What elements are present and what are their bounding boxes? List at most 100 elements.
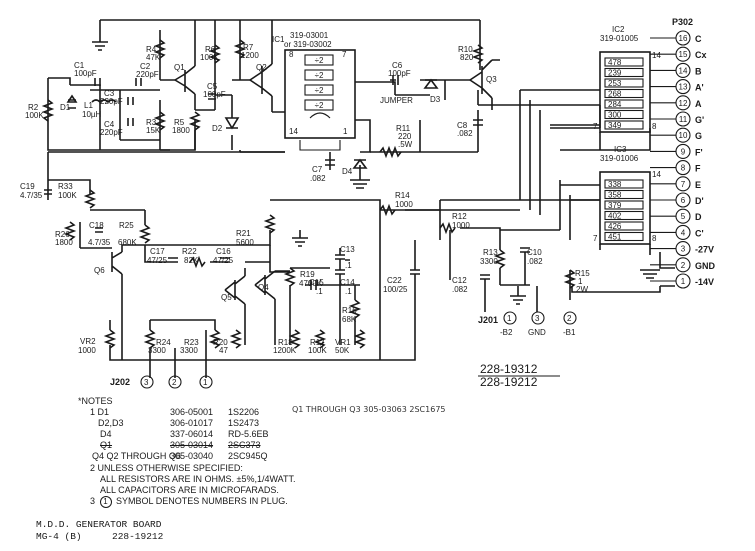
ic3-row-box-1 — [604, 179, 644, 189]
r13-ref: R13 — [483, 248, 498, 257]
p302-pin-12-number: 12 — [679, 99, 688, 108]
p302-pin-14-number: 14 — [679, 66, 688, 75]
r10-ref: R10 — [458, 45, 473, 54]
r14-ref: R14 — [395, 191, 410, 200]
c5-value: 100pF — [203, 90, 226, 99]
jumper-label: JUMPER — [380, 96, 413, 105]
c5-ref: C5 — [207, 82, 218, 91]
r14-value: 1000 — [395, 200, 413, 209]
p302-pin-15-number: 15 — [679, 50, 688, 59]
ic3-row-label-6: 451 — [608, 233, 622, 242]
q3-ref: Q3 — [486, 75, 497, 84]
p302-pin-6-number: 6 — [681, 196, 686, 205]
p302-pin-2-number: 2 — [681, 261, 686, 270]
r6-value: 100K — [200, 53, 219, 62]
r33-ref: R33 — [58, 182, 73, 191]
ic3-pin7: 7 — [593, 234, 598, 243]
p302-pin-3-label: -27V — [695, 245, 714, 255]
ic2-row-label-1: 478 — [608, 58, 622, 67]
drawing-number-2: 228-19212 — [480, 375, 538, 389]
ic2-row-box-6 — [604, 109, 644, 120]
r17-value: 100K — [308, 346, 327, 355]
d1-ref: D1 — [60, 103, 71, 112]
r11-value: 220 — [398, 132, 412, 141]
ic3-row-box-2 — [604, 189, 644, 200]
c12-ref: C12 — [452, 276, 467, 285]
r22-value: 82K — [184, 256, 199, 265]
c22-value: 100/25 — [383, 285, 408, 294]
r5-ref: R5 — [174, 118, 185, 127]
ic3-row-label-4: 402 — [608, 212, 622, 221]
board-number: 228-19212 — [112, 531, 164, 542]
j201-pin2-num: 2 — [567, 314, 572, 323]
r15-rating: 2W — [576, 285, 588, 294]
r20-value: 47 — [219, 346, 228, 355]
audio-wiring — [44, 152, 440, 378]
c10-value: .082 — [527, 257, 543, 266]
ic3-row-label-5: 426 — [608, 222, 622, 231]
ic1-div-3: ÷2 — [315, 86, 324, 95]
c4-value: 220pF — [100, 128, 123, 137]
p302-pin-13-label: A' — [695, 83, 704, 93]
p302-pin-12-label: A — [695, 99, 702, 109]
r22-ref: R22 — [182, 247, 197, 256]
p302-pin-4-number: 4 — [681, 228, 686, 237]
ic3-row-box-5 — [604, 221, 644, 231]
ic2-part: 319-01005 — [600, 34, 639, 43]
p302-pin-1-label: -14V — [695, 277, 714, 287]
r25-ref: R25 — [119, 221, 134, 230]
note-row-3-item: D4 — [100, 429, 112, 439]
q4-ref: Q4 — [258, 283, 269, 292]
note-3-circle-symbol: 1 — [99, 496, 112, 508]
top-components — [41, 39, 485, 169]
c2-value: 220pF — [136, 70, 159, 79]
r6-ref: R6 — [205, 45, 216, 54]
note-3-number: 3 — [90, 496, 96, 506]
r2-value: 100K — [25, 111, 44, 120]
ic1-div-1: ÷2 — [315, 56, 324, 65]
p302-pin-10-number: 10 — [679, 131, 688, 140]
note-row-4-item: Q1 — [100, 440, 113, 450]
ic2-row-label-7: 349 — [608, 121, 622, 130]
ic1-part1: 319-03001 — [290, 31, 329, 40]
ic3-pin14: 14 — [652, 170, 661, 179]
p302-pin-16-number: 16 — [679, 34, 688, 43]
r11-ref: R11 — [396, 124, 411, 133]
c19-ref: C19 — [20, 182, 35, 191]
ic2-row-box-4 — [604, 88, 644, 99]
j202-pin3: 3 — [144, 378, 149, 387]
r21-ref: R21 — [236, 229, 251, 238]
ic2-row-box-2 — [604, 67, 644, 78]
ic2-row-label-2: 239 — [608, 69, 622, 78]
j201-title: J201 — [478, 315, 498, 325]
j201-pin1-num: 1 — [507, 314, 512, 323]
j201-connector: J201 1 -B2 3 GND 2 -B1 — [478, 311, 577, 337]
note-row-5-code: 305-03040 — [170, 451, 214, 461]
c4-ref: C4 — [104, 120, 115, 129]
j202-connector: J202 3 2 1 — [110, 375, 213, 389]
p302-title: P302 — [672, 17, 693, 27]
j202-title: J202 — [110, 377, 130, 387]
r23-value: 3300 — [180, 346, 198, 355]
c1-value: 100pF — [74, 69, 97, 78]
r17-ref: R17 — [310, 338, 325, 347]
ic2-pin8: 8 — [652, 122, 657, 131]
ic3-row-box-3 — [604, 200, 644, 210]
c16-ref: C16 — [216, 247, 231, 256]
r16-value: 68K — [342, 315, 357, 324]
ic2-row-label-4: 268 — [608, 90, 622, 99]
c7-value: .082 — [310, 174, 326, 183]
r2-ref: R2 — [28, 103, 39, 112]
note-row-1-code: 306-05001 — [170, 407, 214, 417]
c6-value: 100pF — [388, 69, 411, 78]
lower-mid-wiring — [379, 203, 577, 312]
d2-ref: D2 — [212, 124, 223, 133]
vr2-ref: VR2 — [80, 337, 96, 346]
ic2-row-label-3: 253 — [608, 79, 622, 88]
mid-labels: C19 4.7/35 R33 100K R26 1800 C18 4.7/35 … — [20, 182, 590, 355]
c15-value: .1 — [316, 287, 323, 296]
